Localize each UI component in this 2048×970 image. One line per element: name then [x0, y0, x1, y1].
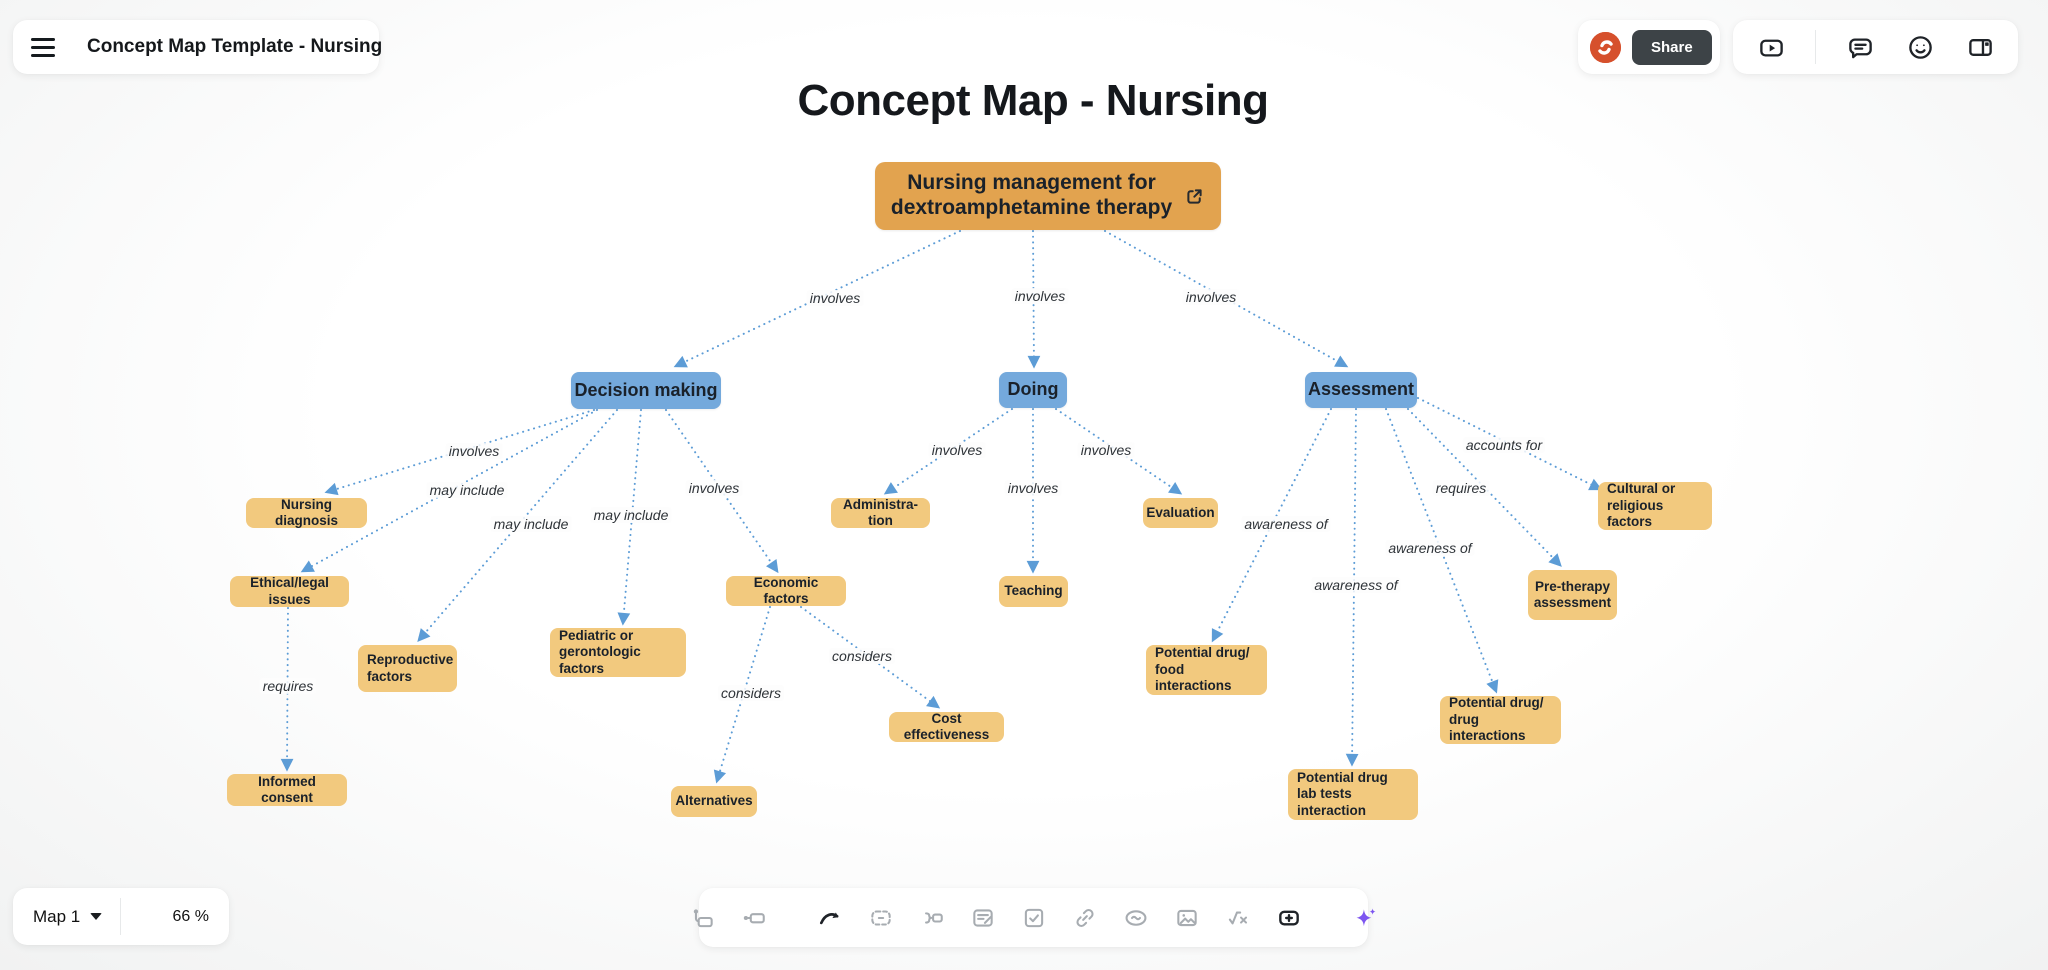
image-icon[interactable] [1174, 905, 1200, 931]
comments-icon[interactable] [1844, 31, 1876, 63]
document-title[interactable]: Concept Map Template - Nursing [87, 36, 383, 57]
node-label: Alternatives [675, 793, 753, 809]
node-label: Evaluation [1146, 504, 1215, 520]
edge-label[interactable]: involves [928, 442, 986, 458]
node-doing[interactable]: Doing [999, 372, 1067, 408]
node-informed-consent[interactable]: Informed consent [227, 774, 347, 806]
edge-label[interactable]: involves [445, 443, 503, 459]
edge-label[interactable]: accounts for [1462, 437, 1546, 453]
add-child-topic-icon[interactable] [690, 905, 716, 931]
node-cultural-religious[interactable]: Cultural or religious factors [1598, 481, 1712, 530]
note-icon[interactable] [970, 905, 996, 931]
node-label: Potential drug/ drug interactions [1449, 695, 1544, 744]
meister-logo-icon [1590, 31, 1621, 63]
node-drug-drug-interactions[interactable]: Potential drug/ drug interactions [1440, 695, 1561, 744]
map-selector[interactable]: Map 1 [33, 906, 103, 927]
node-label: Economic factors [753, 574, 819, 606]
header-tools-card [1733, 20, 2018, 74]
node-label: Potential drug/ food interactions [1155, 645, 1250, 694]
node-pre-therapy-assessment[interactable]: Pre-therapy assessment [1528, 570, 1617, 620]
divider [1815, 30, 1816, 64]
edge-label[interactable]: involves [1077, 442, 1135, 458]
node-label: Nursing diagnosis [274, 496, 338, 528]
panels-icon[interactable] [1964, 31, 1996, 63]
floating-topic-icon[interactable] [1276, 905, 1302, 931]
node-alternatives[interactable]: Alternatives [671, 786, 757, 817]
node-drug-food-interactions[interactable]: Potential drug/ food interactions [1146, 645, 1267, 695]
node-label: Cost effectiveness [903, 710, 990, 742]
edge-label[interactable]: considers [718, 685, 784, 701]
edge-label[interactable]: involves [685, 480, 743, 496]
share-card: Share [1578, 20, 1720, 74]
brand-avatar[interactable] [1590, 31, 1621, 63]
node-root[interactable]: Nursing management for dextroamphetamine… [875, 162, 1221, 230]
node-label: Pre-therapy assessment [1533, 578, 1612, 610]
node-label: Assessment [1307, 379, 1415, 400]
edge-label[interactable]: involves [1004, 480, 1062, 496]
formula-icon[interactable] [1225, 905, 1251, 931]
edge-label[interactable]: awareness of [1311, 577, 1401, 593]
node-ethical-legal-issues[interactable]: Ethical/legal issues [230, 575, 349, 607]
node-label: Reproductive factors [367, 652, 454, 684]
node-label: Potential drug lab tests interaction [1297, 769, 1388, 818]
node-administration[interactable]: Administra-tion [831, 496, 930, 528]
node-assessment[interactable]: Assessment [1305, 372, 1417, 408]
node-reproductive-factors[interactable]: Reproductive factors [358, 645, 457, 692]
edge-label[interactable]: requires [1432, 480, 1490, 496]
node-decision-making[interactable]: Decision making [571, 372, 721, 409]
node-label: Teaching [1004, 583, 1063, 599]
video-icon[interactable] [1755, 31, 1787, 63]
edge-label[interactable]: considers [829, 648, 895, 664]
document-header-card: Concept Map Template - Nursing [13, 20, 383, 74]
boundary-icon[interactable] [868, 905, 894, 931]
node-label: Nursing management for dextroamphetamine… [890, 171, 1173, 219]
ai-assistant-icon[interactable] [1352, 905, 1378, 931]
node-label: Doing [1007, 379, 1059, 400]
chevron-down-icon [90, 913, 103, 920]
node-label: Informed consent [258, 773, 316, 805]
relationship-icon[interactable] [1123, 905, 1149, 931]
edge-label[interactable]: involves [1182, 289, 1240, 305]
node-label: Cultural or religious factors [1607, 481, 1676, 530]
node-economic-factors[interactable]: Economic factors [726, 574, 846, 606]
share-button[interactable]: Share [1632, 29, 1712, 65]
node-label: Administra-tion [842, 496, 918, 528]
edge-label[interactable]: involves [1011, 288, 1069, 304]
node-label: Ethical/legal issues [250, 575, 329, 607]
map-title: Concept Map - Nursing [797, 76, 1269, 125]
link-icon[interactable] [1072, 905, 1098, 931]
map-switcher-card: Map 1 66 % [13, 888, 229, 945]
divider [120, 898, 122, 935]
edge-label[interactable]: may include [490, 516, 572, 532]
node-label: Decision making [574, 379, 718, 400]
edge-label[interactable]: awareness of [1385, 540, 1475, 556]
node-drug-lab-interactions[interactable]: Potential drug lab tests interaction [1288, 769, 1418, 820]
node-nursing-diagnosis[interactable]: Nursing diagnosis [246, 496, 367, 528]
edge-label[interactable]: involves [806, 290, 864, 306]
emoji-reactions-icon[interactable] [1904, 31, 1936, 63]
node-evaluation[interactable]: Evaluation [1143, 498, 1218, 528]
draw-connection-icon[interactable] [817, 905, 843, 931]
summary-icon[interactable] [919, 905, 945, 931]
zoom-level[interactable]: 66 % [172, 907, 209, 925]
external-link-icon[interactable] [1184, 186, 1205, 207]
edge-label[interactable]: requires [259, 678, 317, 694]
task-icon[interactable] [1021, 905, 1047, 931]
node-teaching[interactable]: Teaching [999, 576, 1068, 607]
edge-label[interactable]: may include [426, 482, 508, 498]
node-pediatric-gerontologic[interactable]: Pediatric or gerontologic factors [550, 628, 686, 677]
menu-button[interactable] [31, 30, 55, 64]
edge-label[interactable]: awareness of [1241, 516, 1331, 532]
edge-label[interactable]: may include [590, 507, 672, 523]
node-cost-effectiveness[interactable]: Cost effectiveness [889, 710, 1004, 742]
hamburger-icon [31, 37, 55, 41]
node-label: Pediatric or gerontologic factors [559, 627, 641, 676]
map-selector-label: Map 1 [33, 906, 81, 926]
add-sibling-topic-icon[interactable] [741, 905, 767, 931]
bottom-toolbar [693, 888, 1376, 947]
